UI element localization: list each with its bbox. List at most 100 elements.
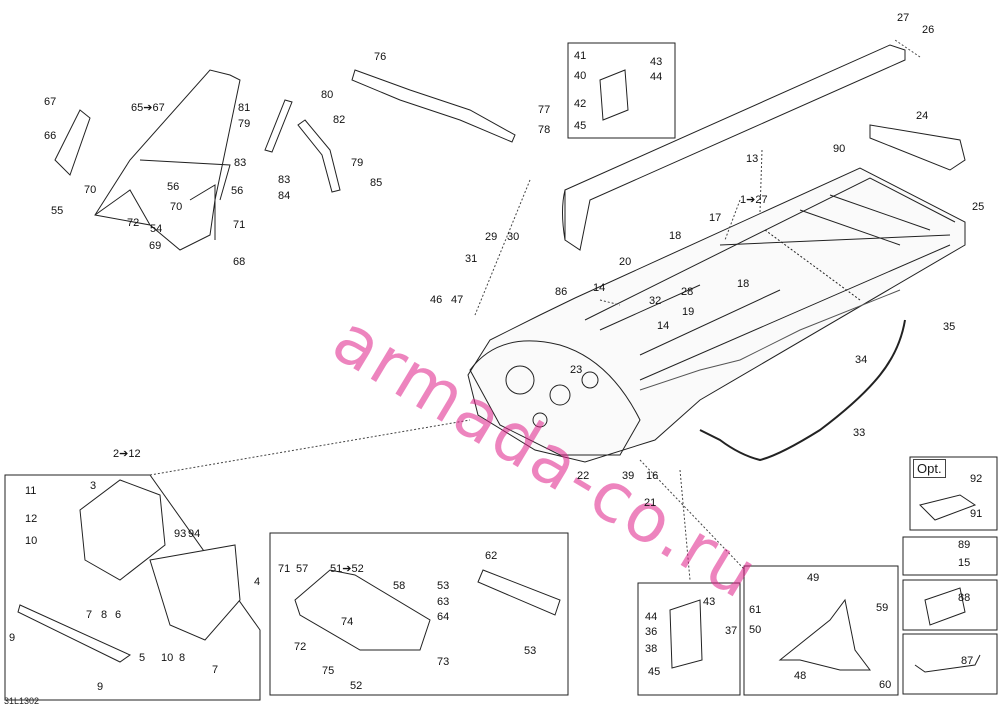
callout-21[interactable]: 21	[644, 497, 657, 509]
callout-9-b[interactable]: 9	[97, 681, 104, 693]
callout-8[interactable]: 8	[101, 609, 108, 621]
callout-13[interactable]: 13	[746, 153, 759, 165]
callout-28[interactable]: 28	[681, 286, 694, 298]
callout-69[interactable]: 69	[149, 240, 162, 252]
callout-62[interactable]: 62	[485, 550, 498, 562]
callout-43-b[interactable]: 43	[703, 596, 716, 608]
callout-2-12[interactable]: 2➔12	[113, 448, 141, 460]
callout-75[interactable]: 75	[322, 665, 335, 677]
callout-45-b[interactable]: 45	[648, 666, 661, 678]
callout-53[interactable]: 53	[437, 580, 450, 592]
callout-34[interactable]: 34	[855, 354, 868, 366]
callout-81[interactable]: 81	[238, 102, 251, 114]
callout-94[interactable]: 94	[188, 528, 201, 540]
callout-92[interactable]: 92	[970, 473, 983, 485]
callout-83-b[interactable]: 83	[278, 174, 291, 186]
callout-20[interactable]: 20	[619, 256, 632, 268]
callout-3[interactable]: 3	[90, 480, 97, 492]
callout-68[interactable]: 68	[233, 256, 246, 268]
callout-49[interactable]: 49	[807, 572, 820, 584]
callout-9[interactable]: 9	[9, 632, 16, 644]
callout-56[interactable]: 56	[167, 181, 180, 193]
callout-6[interactable]: 6	[115, 609, 122, 621]
callout-51-52[interactable]: 51➔52	[330, 563, 364, 575]
callout-17[interactable]: 17	[709, 212, 722, 224]
callout-55[interactable]: 55	[51, 205, 64, 217]
callout-56-b[interactable]: 56	[231, 185, 244, 197]
callout-53-b[interactable]: 53	[524, 645, 537, 657]
callout-18[interactable]: 18	[669, 230, 682, 242]
callout-91[interactable]: 91	[970, 508, 983, 520]
callout-38[interactable]: 38	[645, 643, 658, 655]
callout-85[interactable]: 85	[370, 177, 383, 189]
callout-80[interactable]: 80	[321, 89, 334, 101]
callout-44-b[interactable]: 44	[645, 611, 658, 623]
callout-37[interactable]: 37	[725, 625, 738, 637]
callout-44[interactable]: 44	[650, 71, 663, 83]
callout-22[interactable]: 22	[577, 470, 590, 482]
callout-12[interactable]: 12	[25, 513, 38, 525]
callout-32[interactable]: 32	[649, 295, 662, 307]
callout-45[interactable]: 45	[574, 120, 587, 132]
callout-10[interactable]: 10	[25, 535, 38, 547]
callout-58[interactable]: 58	[393, 580, 406, 592]
callout-30[interactable]: 30	[507, 231, 520, 243]
callout-77[interactable]: 77	[538, 104, 551, 116]
callout-76[interactable]: 76	[374, 51, 387, 63]
callout-83[interactable]: 83	[234, 157, 247, 169]
callout-29[interactable]: 29	[485, 231, 498, 243]
callout-54[interactable]: 54	[150, 223, 163, 235]
callout-93[interactable]: 93	[174, 528, 187, 540]
callout-89[interactable]: 89	[958, 539, 971, 551]
callout-57[interactable]: 57	[296, 563, 309, 575]
callout-70-b[interactable]: 70	[170, 201, 183, 213]
callout-39[interactable]: 39	[622, 470, 635, 482]
callout-46[interactable]: 46	[430, 294, 443, 306]
callout-1-27[interactable]: 1➔27	[740, 194, 768, 206]
callout-60[interactable]: 60	[879, 679, 892, 691]
callout-90[interactable]: 90	[833, 143, 846, 155]
callout-71[interactable]: 71	[233, 219, 246, 231]
callout-25[interactable]: 25	[972, 201, 985, 213]
callout-41[interactable]: 41	[574, 50, 587, 62]
callout-48[interactable]: 48	[794, 670, 807, 682]
callout-36[interactable]: 36	[645, 626, 658, 638]
callout-87[interactable]: 87	[961, 655, 974, 667]
callout-16[interactable]: 16	[646, 470, 659, 482]
callout-88[interactable]: 88	[958, 592, 971, 604]
callout-59[interactable]: 59	[876, 602, 889, 614]
callout-24[interactable]: 24	[916, 110, 929, 122]
callout-63[interactable]: 63	[437, 596, 450, 608]
callout-64[interactable]: 64	[437, 611, 450, 623]
callout-43[interactable]: 43	[650, 56, 663, 68]
callout-26[interactable]: 26	[922, 24, 935, 36]
callout-47[interactable]: 47	[451, 294, 464, 306]
callout-23[interactable]: 23	[570, 364, 583, 376]
callout-42[interactable]: 42	[574, 98, 587, 110]
callout-40[interactable]: 40	[574, 70, 587, 82]
callout-50[interactable]: 50	[749, 624, 762, 636]
callout-35[interactable]: 35	[943, 321, 956, 333]
callout-74[interactable]: 74	[341, 616, 354, 628]
callout-8-b[interactable]: 8	[179, 652, 186, 664]
callout-72[interactable]: 72	[127, 217, 140, 229]
callout-84[interactable]: 84	[278, 190, 291, 202]
callout-66[interactable]: 66	[44, 130, 57, 142]
callout-27[interactable]: 27	[897, 12, 910, 24]
callout-73[interactable]: 73	[437, 656, 450, 668]
callout-65-67[interactable]: 65➔67	[131, 102, 165, 114]
callout-7[interactable]: 7	[86, 609, 93, 621]
callout-5[interactable]: 5	[139, 652, 146, 664]
callout-4[interactable]: 4	[254, 576, 261, 588]
callout-67[interactable]: 67	[44, 96, 57, 108]
callout-82[interactable]: 82	[333, 114, 346, 126]
callout-33[interactable]: 33	[853, 427, 866, 439]
callout-14[interactable]: 14	[593, 282, 606, 294]
callout-79-b[interactable]: 79	[351, 157, 364, 169]
callout-10-b[interactable]: 10	[161, 652, 174, 664]
callout-70[interactable]: 70	[84, 184, 97, 196]
callout-18-b[interactable]: 18	[737, 278, 750, 290]
callout-14-b[interactable]: 14	[657, 320, 670, 332]
callout-31[interactable]: 31	[465, 253, 478, 265]
callout-72-b[interactable]: 72	[294, 641, 307, 653]
